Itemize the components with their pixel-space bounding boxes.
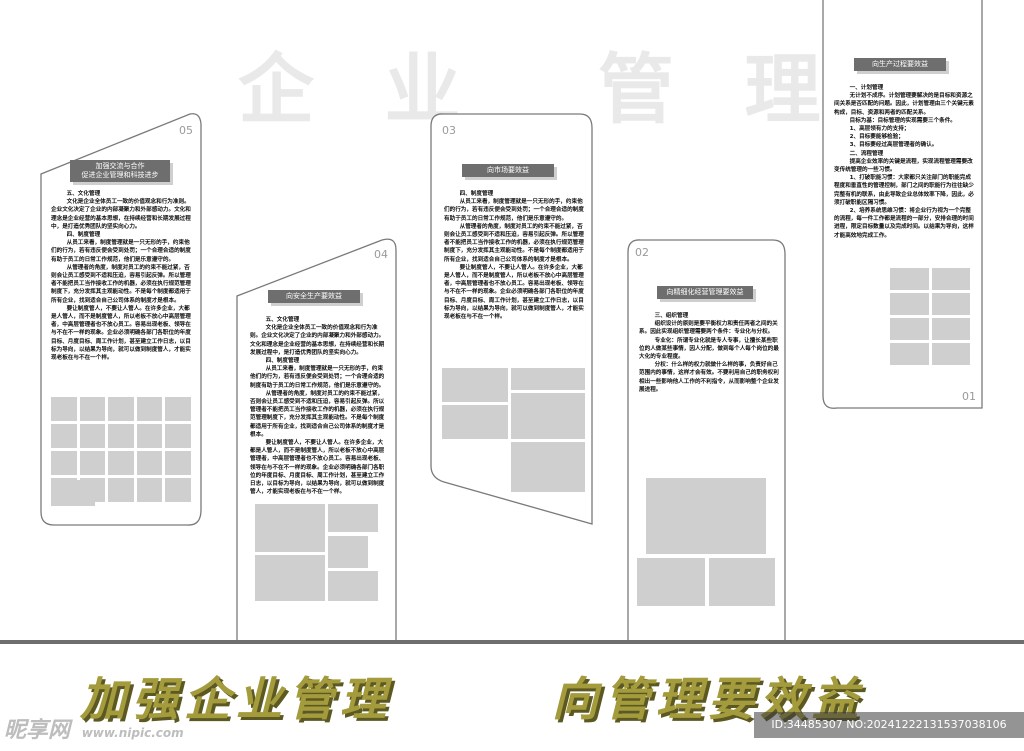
photo-placeholder [255,504,325,552]
photo-placeholder [136,451,163,475]
photo-placeholder [328,504,378,532]
photo-placeholder [931,343,970,365]
photo-placeholder [709,558,775,606]
slogan-left: 加强企业管理 [80,672,392,726]
photo-placeholder [511,368,585,390]
panel-title-line2: 促进企业管理和科技进步 [81,171,159,179]
photo-placeholder [51,451,77,475]
photo-placeholder [890,293,929,315]
photo-placeholder [108,424,134,448]
panel-body-text: 四、制度管理 从员工来看，制度管理就是一只无形的手，约束他们的行为，若有违反便会… [444,191,584,321]
photo-placeholder [51,397,77,421]
photo-grid [890,268,970,365]
photo-placeholder [51,480,95,506]
panel-title: 向安全生产要效益 [268,290,360,303]
photo-placeholder [108,451,134,475]
photo-placeholder [511,442,585,492]
photo-placeholder [165,397,191,421]
panel-body-text: 五、文化管理 文化是企业全体员工一致的价值观念和行为准则。企业文化决定了企业的内… [250,317,385,496]
photo-placeholder [165,478,191,502]
watermark-logo: 昵享网 www.nipic.com [4,712,184,744]
photo-placeholder [328,571,378,601]
photo-placeholder [328,536,368,568]
background-title-left: 企 业 [238,45,483,134]
panel-title: 向市场要效益 [462,164,554,177]
panel-03: 03 向市场要效益 四、制度管理 从员工来看，制度管理就是一只无形的手，约束他们… [430,112,594,528]
photo-placeholder [931,318,970,340]
panel-05-outline [40,113,202,526]
watermark-url: www.nipic.com [81,726,184,740]
photo-placeholder [890,343,929,365]
panel-title: 加强交流与合作 促进企业管理和科技进步 [70,160,170,182]
panel-body-text: 五、文化管理 文化是企业全体员工一致的价值观念和行为准则。企业文化决定了企业的内… [51,191,191,362]
panel-number: 05 [179,124,193,137]
photo-placeholder [136,397,163,421]
background-title-right: 管 理 [598,45,843,134]
photo-placeholder [442,368,508,402]
panel-02: 02 向精细化经营管理要效益 三、组织管理 组织设计的原则是要平衡权力和责任两者… [627,238,787,642]
panel-title-line1: 加强交流与合作 [95,162,145,170]
photo-placeholder [51,424,77,448]
panel-05: 05 加强交流与合作 促进企业管理和科技进步 五、文化管理 文化是企业全体员工一… [40,112,203,528]
panel-number: 01 [962,390,976,403]
photo-placeholder [637,558,705,606]
panel-body-text: 三、组织管理 组织设计的原则是要平衡权力和责任两者之间的关系。因此实现组织管理需… [639,313,779,393]
photo-placeholder [646,478,766,554]
panel-number: 03 [442,124,456,137]
photo-placeholder [890,318,929,340]
photo-placeholder [255,555,325,601]
photo-placeholder [136,478,163,502]
panel-number: 04 [374,248,388,261]
panel-04: 04 向安全生产要效益 五、文化管理 文化是企业全体员工一致的价值观念和行为准则… [236,238,398,642]
photo-placeholder [79,451,106,475]
panel-body-text: 一、计划管理 无计划不成序。计划管理要解决的是目标和资源之间关系是否匹配的问题。… [834,85,974,239]
photo-placeholder [165,451,191,475]
photo-placeholder [511,393,585,439]
photo-placeholder [108,478,134,502]
photo-placeholder [931,293,970,315]
photo-placeholder [890,268,929,290]
watermark-site: 昵享网 [4,718,71,743]
floor-line [0,640,1024,644]
photo-placeholder [931,268,970,290]
watermark-id-bar: ID:34485307 NO:20241222131537038106 [754,712,1024,738]
photo-placeholder [79,424,106,448]
photo-placeholder [136,424,163,448]
photo-placeholder [165,424,191,448]
photo-placeholder [108,397,134,421]
photo-placeholder [442,405,508,439]
photo-placeholder [79,397,106,421]
panel-number: 02 [635,246,649,259]
panel-title: 向精细化经营管理要效益 [657,286,753,299]
panel-title: 向生产过程要效益 [854,58,946,71]
panel-01: 01 向生产过程要效益 一、计划管理 无计划不成序。计划管理要解决的是目标和资源… [822,0,984,412]
